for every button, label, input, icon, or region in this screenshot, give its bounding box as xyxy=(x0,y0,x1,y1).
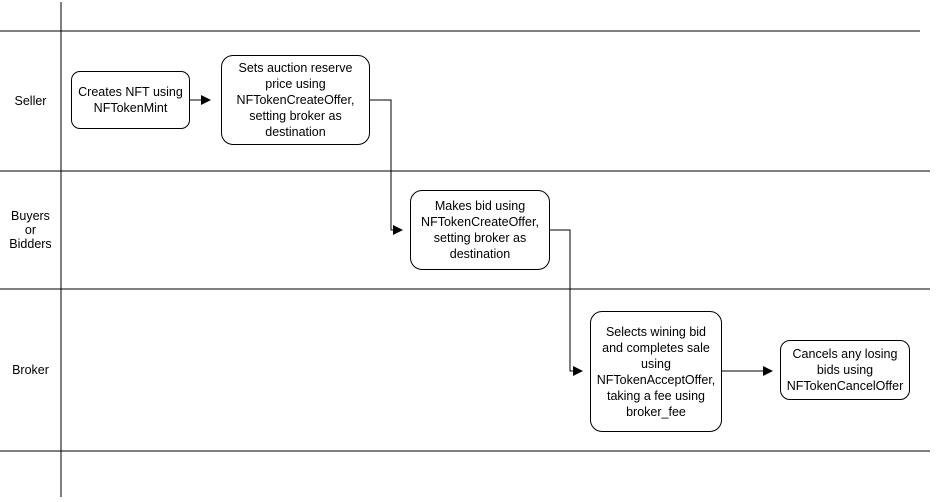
node-creates-nft: Creates NFT using NFTokenMint xyxy=(71,71,190,129)
lane-label-seller: Seller xyxy=(14,94,47,108)
lane-label-broker: Broker xyxy=(12,363,49,377)
node-makes-bid: Makes bid using NFTokenCreateOffer, sett… xyxy=(410,190,550,270)
connector-reserve-to-bid xyxy=(370,99,403,235)
node-selects-winning-bid: Selects wining bid and completes sale us… xyxy=(590,311,722,432)
connector-bid-to-accept xyxy=(550,229,583,376)
node-cancels-losing-bids: Cancels any losing bids using NFTokenCan… xyxy=(780,340,910,400)
lane-label-buyers-or-bidders: Buyers or Bidders xyxy=(9,209,52,251)
node-sets-auction-reserve: Sets auction reserve price using NFToken… xyxy=(221,55,370,145)
